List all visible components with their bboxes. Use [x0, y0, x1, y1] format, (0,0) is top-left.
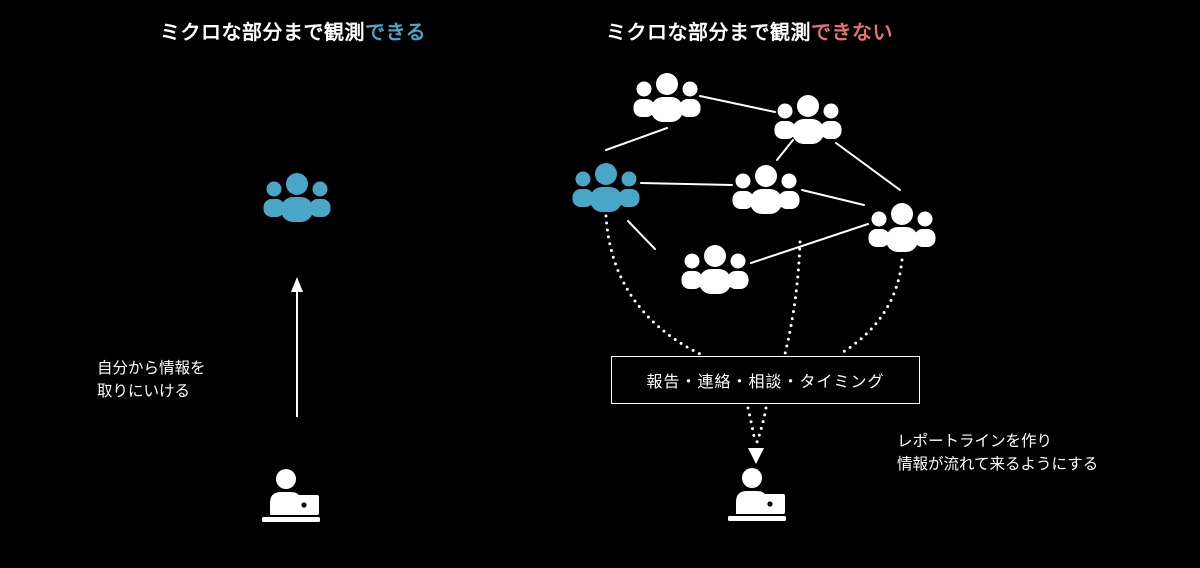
right-note-line: レポートラインを作り [897, 432, 1053, 450]
apple-logo-icon [301, 502, 307, 508]
group-people-icon [868, 203, 936, 252]
flow-dots-left [604, 214, 702, 356]
person-at-laptop-icon [728, 468, 786, 521]
flow-dots-down-1 [746, 406, 757, 444]
link-line [605, 127, 668, 151]
dotted-flow-lines [604, 214, 904, 444]
left-title-prefix: ミクロな部分まで観測 [160, 20, 365, 44]
flow-dots-down-2 [755, 406, 768, 444]
right-title-prefix: ミクロな部分まで観測 [606, 20, 811, 44]
arrow-down-icon [748, 448, 764, 464]
link-line [776, 139, 794, 161]
link-line [640, 182, 733, 186]
link-line [835, 142, 901, 191]
left-title: ミクロな部分まで観測できる [160, 16, 426, 45]
person-at-laptop-icon [262, 469, 320, 522]
flow-dots-center [783, 240, 802, 356]
left-note-line: 取りにいける [97, 382, 191, 400]
group-people-icon [774, 95, 842, 144]
group-people-icon [263, 173, 331, 222]
link-line [801, 189, 865, 206]
arrow-up-icon [291, 277, 303, 292]
link-line [750, 223, 869, 264]
connector-lines [605, 95, 901, 264]
flow-dots-right [838, 258, 904, 356]
link-line [627, 220, 656, 250]
reporting-box-label: 報告・連絡・相談・タイミング [646, 372, 885, 391]
left-title-highlight: できる [365, 20, 427, 44]
reporting-box: 報告・連絡・相談・タイミング [611, 356, 920, 404]
group-people-icon [633, 73, 701, 122]
group-people-icon [732, 165, 800, 214]
group-people-icon [572, 163, 640, 212]
right-note: レポートラインを作り 情報が流れて来るようにする [897, 430, 1098, 476]
link-line [699, 95, 776, 113]
left-note: 自分から情報を 取りにいける [97, 357, 206, 403]
right-title-highlight: できない [811, 20, 893, 44]
right-note-line: 情報が流れて来るようにする [897, 455, 1099, 473]
group-people-icon [681, 245, 749, 294]
apple-logo-icon [767, 501, 773, 507]
left-note-line: 自分から情報を [97, 359, 206, 377]
right-title: ミクロな部分まで観測できない [606, 16, 893, 45]
